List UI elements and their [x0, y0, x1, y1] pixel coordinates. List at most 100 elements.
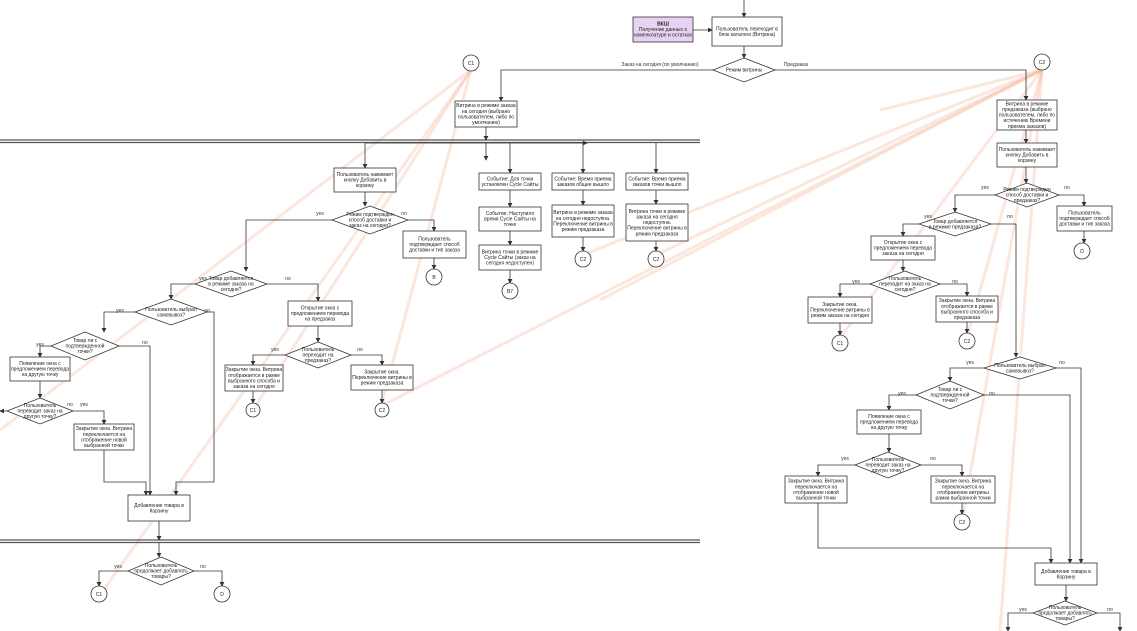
- edge-label-yes: yes: [981, 185, 989, 191]
- process-box: [996, 99, 1058, 131]
- connector-circle: [213, 585, 231, 603]
- flow-edge: [194, 570, 225, 587]
- flow-edge: [1059, 194, 1087, 207]
- node-text-line: переключается на: [83, 432, 125, 438]
- node-text-line: недоступна.: [643, 220, 671, 226]
- node-text-line: сегодня недоступен): [486, 261, 534, 267]
- flow-edge: [1097, 612, 1123, 631]
- node-text-line: Закрытие окна. Витрина: [935, 479, 992, 485]
- node-text-line: предложением перевода: [874, 246, 932, 252]
- node-text-line: предзаказ?: [1014, 198, 1040, 204]
- flow-edge: [984, 394, 1073, 564]
- node-text-line: Пользователь: [418, 237, 451, 243]
- node-text-line: предзаказа: [954, 315, 980, 321]
- flow-edge: [103, 450, 149, 496]
- node-text-line: отображается в рамке: [941, 304, 993, 310]
- flow-edge: [991, 223, 1019, 358]
- node-text-line: Пользователь нажимает: [337, 172, 394, 178]
- node-text-line: Витрина в режиме заказа: [456, 103, 516, 109]
- node-text-line: переводит заказ на: [17, 409, 62, 415]
- node-text-line: точки?: [77, 349, 92, 355]
- node-text-line: предложением перевода: [291, 311, 349, 317]
- process-box: [287, 300, 353, 327]
- node-text-line: подтвержденной: [66, 343, 105, 350]
- node-text-line: корзину: [1018, 158, 1037, 164]
- process-box: [478, 206, 542, 232]
- process-box: [1056, 205, 1113, 232]
- connector-circle: [1033, 53, 1051, 71]
- flow-edge: [96, 570, 128, 587]
- decision-diamond: [49, 331, 121, 361]
- decision-diamond: [193, 270, 269, 298]
- node-text-line: заказов точки вышло: [632, 182, 681, 188]
- edge-label-yes: yes: [80, 402, 88, 408]
- flow-edge: [250, 354, 285, 366]
- edge-label-yes: yes: [36, 342, 44, 348]
- node-text-line: номенклатуре и остатках: [634, 33, 693, 39]
- node-text-line: режим заказа на сегодня: [811, 313, 869, 319]
- flow-edge: [900, 223, 919, 237]
- node-text-line: точки?: [942, 398, 957, 404]
- process-box: [402, 230, 467, 259]
- node-text-line: заказа на сегодня: [882, 251, 924, 257]
- decision-diamond: [283, 341, 353, 369]
- edge-label-no: no: [401, 211, 407, 217]
- process-box: [856, 409, 922, 435]
- node-text-line: в режиме предзаказа?: [929, 224, 982, 230]
- node-text-line: приема заказов): [1008, 124, 1046, 130]
- node-text-line: Пользователь выбрал: [145, 307, 197, 313]
- connector-c2-mid: C2: [374, 402, 390, 418]
- flow-edge: [837, 283, 870, 298]
- node-text-line: самовывоз?: [1006, 368, 1034, 374]
- decision-diamond: [868, 270, 942, 298]
- connector-circle: [374, 402, 390, 418]
- node-text-line: предзаказ?: [305, 358, 331, 364]
- connector-circle: [953, 513, 971, 531]
- node-text-line: товары?: [1055, 616, 1075, 622]
- connector-c1-bottom: C1: [90, 585, 108, 603]
- node-text-line: подтвержденной: [931, 392, 970, 399]
- edge-label-yes: yes: [966, 360, 974, 366]
- connector-c1-top: C1: [462, 54, 480, 72]
- node-text-line: Переключение витрины в: [553, 221, 613, 227]
- connector-c1-left: C1: [245, 402, 261, 418]
- edge-label-yes: yes: [1019, 607, 1027, 613]
- node-text-line: продолжает добавлять: [1038, 611, 1092, 617]
- node-text-line: Товар ли с: [73, 338, 98, 344]
- node-text-line: Пользователь: [872, 457, 905, 463]
- flow-edge: [947, 367, 984, 382]
- connector-circle: [831, 334, 849, 352]
- node-text-line: выбранной точки: [796, 495, 836, 502]
- flow-edge: [952, 194, 995, 213]
- node-text-line: Переключение витрины в: [627, 226, 687, 232]
- node-text-line: способ доставки и: [1006, 193, 1049, 199]
- decision-node-d-mode: Режим витрины: [711, 57, 777, 83]
- connector-label: D: [220, 592, 224, 598]
- flow-edge: [775, 69, 1029, 101]
- node-text-line: на другую точку: [22, 372, 59, 378]
- process-box: [625, 172, 689, 191]
- process-box: [551, 172, 615, 191]
- reference-highlight-line: [599, 68, 1043, 302]
- node-text-line: Пользователь нажимает: [999, 147, 1056, 153]
- process-box: [930, 475, 996, 504]
- node-text-line: отображение новой: [81, 436, 127, 443]
